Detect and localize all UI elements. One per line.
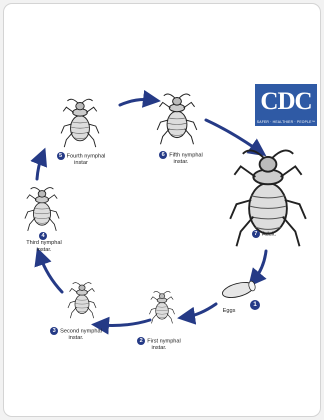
stage-label-adult: 7Adult.: [242, 230, 286, 238]
stage-number-5: 5: [57, 152, 65, 160]
third-nymph-illustration: [25, 188, 59, 231]
figure-frame: CDC SAFER · HEALTHIER · PEOPLE™ 5Fourth …: [3, 3, 321, 417]
stage-number-2: 2: [137, 337, 145, 345]
stage-label-eggs: Eggs: [218, 308, 240, 315]
fifth-nymph-illustration: [157, 94, 197, 144]
stage-number-3: 3: [50, 327, 58, 335]
stage-label-second-nymph: 3Second nymphal instar.: [50, 327, 102, 342]
stage-label-third-nymph: 4Third nymphal instar.: [22, 232, 66, 254]
life-cycle-diagram: [4, 4, 320, 416]
cdc-logo: CDC SAFER · HEALTHIER · PEOPLE™: [255, 84, 317, 126]
egg-illustration: [221, 280, 256, 301]
arrow-adult-to-eggs: [254, 251, 266, 280]
second-nymph-illustration: [68, 283, 96, 319]
stage-number-1: 1: [250, 300, 260, 310]
arrow-first-to-second: [100, 320, 150, 325]
stage-number-6: 6: [159, 151, 167, 159]
arrow-fifth-to-adult: [206, 120, 259, 151]
stage-number-4: 4: [39, 232, 47, 240]
arrow-eggs-to-first: [186, 304, 216, 317]
arrow-third-to-fourth: [37, 156, 42, 179]
stage-label-fifth-nymph: 6Fifth nymphal instar.: [156, 151, 206, 166]
arrow-fourth-to-fifth: [120, 100, 152, 105]
stage-number-7: 7: [252, 230, 260, 238]
cdc-logo-text: CDC: [255, 88, 317, 116]
arrow-second-to-third: [40, 256, 62, 292]
fourth-nymph-illustration: [61, 99, 99, 147]
first-nymph-illustration: [149, 291, 174, 323]
stage-label-first-nymph: 2First nymphal instar.: [135, 337, 183, 352]
cdc-logo-tagline: SAFER · HEALTHIER · PEOPLE™: [255, 120, 317, 124]
stage-label-fourth-nymph: 5Fourth nymphal instar: [52, 152, 110, 167]
